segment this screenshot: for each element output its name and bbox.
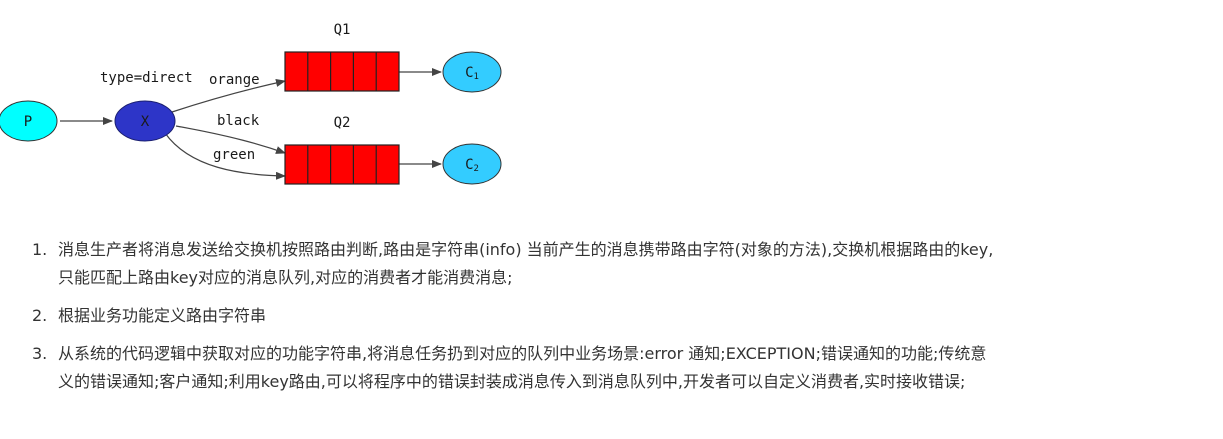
producer-label: P bbox=[24, 114, 32, 130]
list-item: 2. 根据业务功能定义路由字符串 bbox=[32, 302, 1218, 330]
queue-1-label: Q1 bbox=[334, 22, 351, 38]
list-item: 1. 消息生产者将消息发送给交换机按照路由判断,路由是字符串(info) 当前产… bbox=[32, 236, 1218, 292]
explanation-list: 1. 消息生产者将消息发送给交换机按照路由判断,路由是字符串(info) 当前产… bbox=[32, 236, 1218, 406]
queue-2-label: Q2 bbox=[334, 115, 351, 131]
producer-node: P bbox=[0, 100, 58, 142]
list-item-number: 2. bbox=[32, 306, 48, 325]
list-item-line: 义的错误通知;客户通知;利用key路由,可以将程序中的错误封装成消息传入到消息队… bbox=[58, 372, 966, 391]
list-item-number: 1. bbox=[32, 240, 48, 259]
list-item-line: 只能匹配上路由key对应的消息队列,对应的消费者才能消费消息; bbox=[58, 268, 513, 287]
queue-1 bbox=[284, 51, 400, 92]
list-item-line: 消息生产者将消息发送给交换机按照路由判断,路由是字符串(info) 当前产生的消… bbox=[58, 240, 994, 259]
binding-label-black: black bbox=[217, 113, 260, 129]
exchange-node: X bbox=[114, 100, 176, 142]
consumer-1-label: C1 bbox=[465, 65, 479, 82]
edge-black bbox=[175, 125, 286, 154]
exchange-label: X bbox=[141, 114, 150, 130]
consumer-2-label: C2 bbox=[465, 157, 479, 174]
binding-label-green: green bbox=[213, 147, 255, 163]
edge-orange bbox=[171, 79, 286, 113]
edge-green bbox=[164, 132, 286, 180]
binding-label-orange: orange bbox=[209, 72, 260, 88]
consumer-2-node: C2 bbox=[442, 143, 502, 185]
queue-2 bbox=[284, 144, 400, 185]
list-item-number: 3. bbox=[32, 344, 48, 363]
exchange-type-label: type=direct bbox=[100, 70, 193, 86]
consumer-1-node: C1 bbox=[442, 51, 502, 93]
list-item: 3. 从系统的代码逻辑中获取对应的功能字符串,将消息任务扔到对应的队列中业务场景… bbox=[32, 340, 1218, 396]
list-item-line: 从系统的代码逻辑中获取对应的功能字符串,将消息任务扔到对应的队列中业务场景:er… bbox=[58, 344, 987, 363]
list-item-line: 根据业务功能定义路由字符串 bbox=[58, 306, 267, 325]
direct-exchange-diagram: P X type=direct orange black green Q1 Q2… bbox=[0, 22, 502, 185]
